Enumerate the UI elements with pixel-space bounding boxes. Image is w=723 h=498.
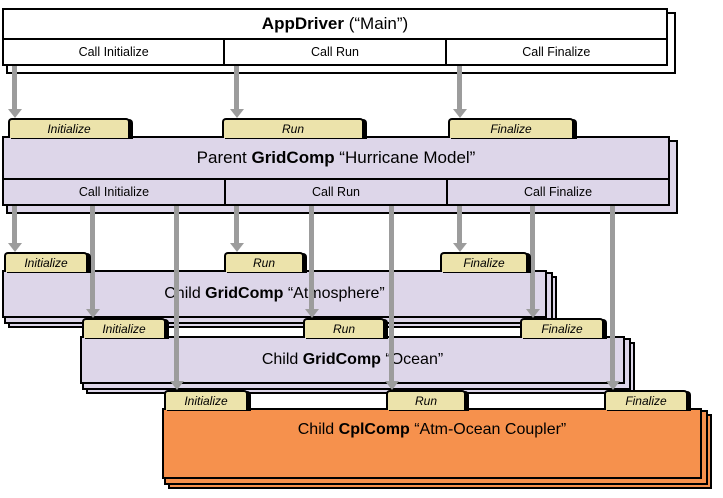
appdriver-call-finalize: Call Finalize	[444, 38, 668, 66]
parent-gridcomp-title-text: Parent GridComp “Hurricane Model”	[196, 148, 476, 167]
atmosphere-title-text: Child GridComp “Atmosphere”	[164, 285, 385, 302]
appdriver-call-initialize: Call Initialize	[2, 38, 226, 66]
child-gridcomp-ocean-box: Child GridComp “Ocean”	[80, 336, 625, 384]
appdriver-box: AppDriver (“Main”) Call Initialize Call …	[2, 8, 668, 66]
atmosphere-tab-finalize: Finalize	[440, 252, 528, 272]
call-arrow-parent-finalize-coupler	[605, 206, 620, 390]
call-arrow-parent-run-ocean	[304, 206, 319, 318]
parent-call-finalize: Call Finalize	[446, 178, 670, 206]
ocean-tab-finalize: Finalize	[520, 318, 604, 338]
atmosphere-tab-run: Run	[224, 252, 304, 272]
parent-gridcomp-title: Parent GridComp “Hurricane Model”	[4, 138, 668, 178]
appdriver-title: AppDriver (“Main”)	[4, 10, 666, 38]
coupler-tab-initialize: Initialize	[164, 390, 248, 410]
call-arrow-parent-run-atmosphere	[229, 206, 244, 252]
call-arrow-parent-init-atmosphere	[7, 206, 22, 252]
call-arrow-parent-init-ocean	[85, 206, 100, 318]
coupler-tab-run: Run	[386, 390, 466, 410]
atmosphere-tab-initialize: Initialize	[4, 252, 88, 272]
parent-tab-initialize: Initialize	[8, 118, 130, 138]
parent-tab-finalize: Finalize	[448, 118, 574, 138]
appdriver-title-text: AppDriver (“Main”)	[261, 14, 409, 33]
child-cplcomp-coupler-box: Child CplComp “Atm-Ocean Coupler”	[162, 408, 702, 479]
call-arrow-parent-finalize-ocean	[525, 206, 540, 318]
parent-tab-run: Run	[222, 118, 364, 138]
ocean-title-text: Child GridComp “Ocean”	[261, 351, 444, 368]
coupler-tab-finalize: Finalize	[604, 390, 688, 410]
ocean-title: Child GridComp “Ocean”	[82, 338, 623, 382]
call-arrow-appdriver-finalize	[452, 66, 467, 118]
coupler-title-text: Child CplComp “Atm-Ocean Coupler”	[297, 421, 567, 438]
ocean-tab-initialize: Initialize	[82, 318, 166, 338]
call-arrow-parent-init-coupler	[169, 206, 184, 390]
appdriver-call-run: Call Run	[223, 38, 447, 66]
parent-call-run: Call Run	[224, 178, 448, 206]
parent-call-initialize: Call Initialize	[2, 178, 226, 206]
call-arrow-appdriver-run	[229, 66, 244, 118]
call-arrow-parent-run-coupler	[384, 206, 399, 390]
child-gridcomp-atmosphere-box: Child GridComp “Atmosphere”	[2, 270, 547, 318]
parent-call-row: Call Initialize Call Run Call Finalize	[2, 178, 670, 206]
appdriver-call-row: Call Initialize Call Run Call Finalize	[2, 38, 668, 66]
ocean-tab-run: Run	[303, 318, 385, 338]
coupler-title: Child CplComp “Atm-Ocean Coupler”	[164, 410, 700, 477]
parent-gridcomp-box: Parent GridComp “Hurricane Model” Call I…	[2, 136, 670, 206]
call-arrow-appdriver-initialize	[7, 66, 22, 118]
call-arrow-parent-finalize-atmosphere	[452, 206, 467, 252]
